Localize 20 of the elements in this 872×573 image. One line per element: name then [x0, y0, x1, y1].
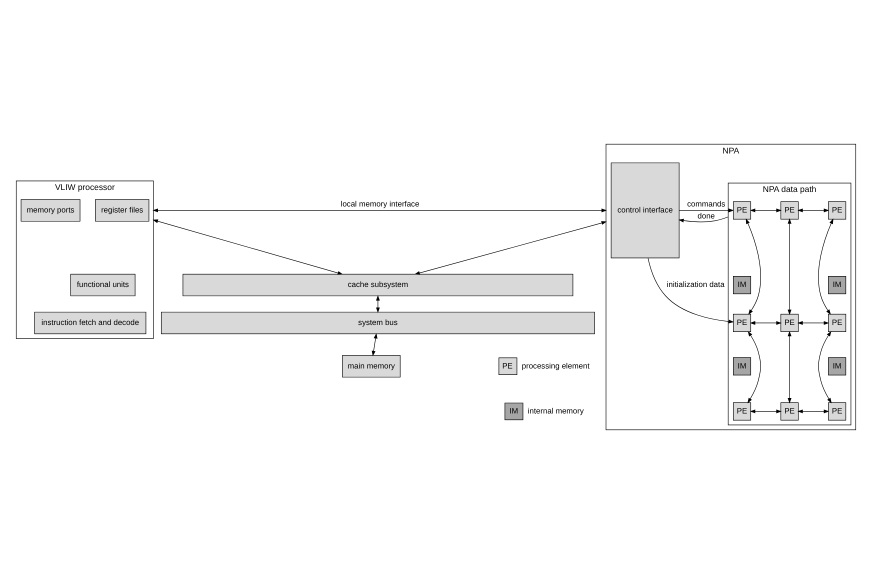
arrow	[788, 218, 792, 315]
arrow	[678, 216, 728, 222]
arrow	[746, 218, 761, 314]
arrow	[750, 409, 782, 413]
arrow	[152, 218, 344, 274]
arrow	[818, 330, 832, 403]
arrow	[372, 332, 378, 356]
arrow	[797, 409, 830, 413]
arrow	[376, 294, 380, 312]
arrow	[648, 257, 734, 323]
arrow	[797, 208, 830, 212]
arrow	[788, 330, 792, 403]
arrow	[750, 320, 782, 324]
arrow	[678, 208, 734, 212]
arrow	[152, 208, 607, 212]
arrow	[414, 220, 607, 274]
arrow	[750, 208, 782, 212]
arrow	[797, 320, 830, 324]
arrow	[818, 218, 834, 314]
arrow	[747, 330, 761, 403]
